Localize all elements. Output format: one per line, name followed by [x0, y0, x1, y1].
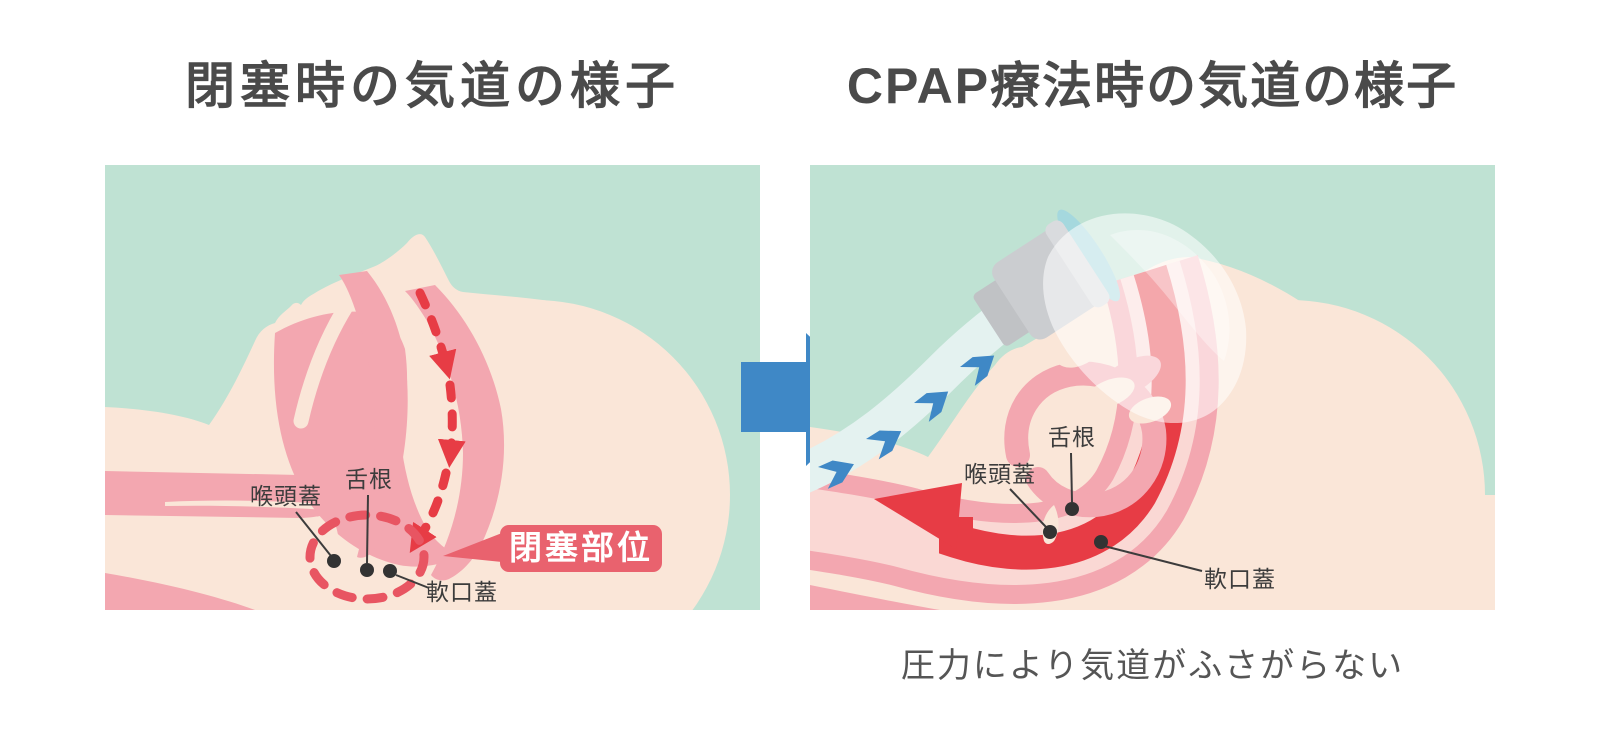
right-tongue-root-label: 舌根 — [1048, 424, 1096, 450]
obstructed-airway-illustration: 閉塞部位 喉頭蓋 舌根 軟口蓋 — [105, 165, 760, 610]
left-epiglottis-label: 喉頭蓋 — [250, 483, 322, 509]
left-label-leaders — [295, 494, 430, 589]
right-panel-caption: 圧力により気道がふさがらない — [900, 647, 1405, 685]
cpap-mask — [1043, 213, 1247, 424]
larynx-slit — [165, 500, 343, 511]
tongue-curl — [1004, 361, 1167, 518]
soft-palate-fold — [339, 271, 408, 558]
left-panel-title: 閉塞時の気道の様子 — [185, 58, 680, 114]
mouth-slit — [293, 297, 355, 429]
left-label-dots — [327, 554, 397, 578]
right-arrow-icon — [741, 333, 876, 466]
right-label-leaders — [1009, 452, 1203, 572]
right-label-dots — [1043, 502, 1108, 549]
right-soft-palate-label: 軟口蓋 — [1204, 566, 1276, 592]
cpap-hose — [810, 287, 1040, 493]
right-panel-title: CPAP療法時の気道の様子 — [846, 58, 1459, 114]
right-epiglottis-label: 喉頭蓋 — [964, 461, 1036, 487]
neck-fold — [105, 573, 255, 610]
obstruction-badge: 閉塞部位 — [443, 525, 662, 572]
cpap-airway-illustration: 喉頭蓋 舌根 軟口蓋 — [810, 165, 1495, 610]
obstruction-badge-label: 閉塞部位 — [509, 529, 653, 566]
pharynx-wall — [405, 285, 505, 581]
left-tongue-root-label: 舌根 — [345, 466, 393, 492]
chevron-airflow-icon — [818, 355, 995, 489]
dashed-down-arrow-icon — [409, 288, 466, 553]
neck-fold-cpap — [810, 585, 940, 610]
left-soft-palate-label: 軟口蓋 — [426, 579, 498, 605]
